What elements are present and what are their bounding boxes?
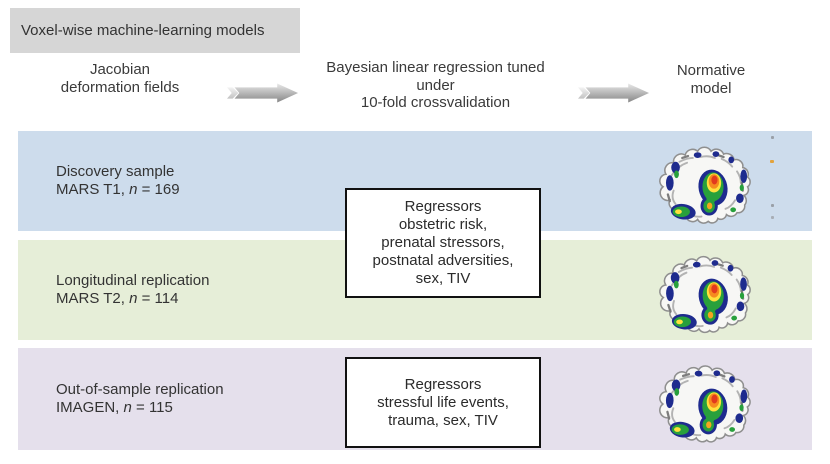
colorbar-tick-mark <box>771 204 774 207</box>
brain-statistical-map-icon <box>657 363 753 445</box>
row-title: Out-of-sample replication <box>56 381 224 398</box>
pipeline-output-label: Normative model <box>676 62 746 97</box>
brain-statistical-map-icon <box>658 146 752 225</box>
pipeline-input-label: Jacobian deformation fields <box>60 61 180 96</box>
discovery-sample-label: Discovery sample MARS T1, n = 169 <box>56 163 180 199</box>
regressors-box-stress: Regressors stressful life events, trauma… <box>345 357 541 448</box>
row-cohort: IMAGEN, n = 115 <box>56 399 173 416</box>
longitudinal-replication-label: Longitudinal replication MARS T2, n = 11… <box>56 272 209 308</box>
pipeline-process-label: Bayesian linear regression tuned under 1… <box>326 59 545 111</box>
colorbar-tick-mark <box>770 160 774 163</box>
row-title: Discovery sample <box>56 163 175 180</box>
regressors-box-prenatal: Regressors obstetric risk, prenatal stre… <box>345 188 541 298</box>
flow-arrow-icon <box>227 83 299 103</box>
figure-title-box: Voxel-wise machine-learning models <box>10 8 300 53</box>
brain-statistical-map-icon <box>657 253 753 336</box>
colorbar-tick-mark <box>771 216 774 219</box>
row-title: Longitudinal replication <box>56 272 210 289</box>
out-of-sample-replication-label: Out-of-sample replication IMAGEN, n = 11… <box>56 381 224 417</box>
colorbar-tick-mark <box>771 136 774 139</box>
figure-title: Voxel-wise machine-learning models <box>21 22 265 39</box>
row-cohort: MARS T1, n = 169 <box>56 181 180 198</box>
flow-arrow-icon <box>578 83 650 103</box>
row-cohort: MARS T2, n = 114 <box>56 290 179 307</box>
